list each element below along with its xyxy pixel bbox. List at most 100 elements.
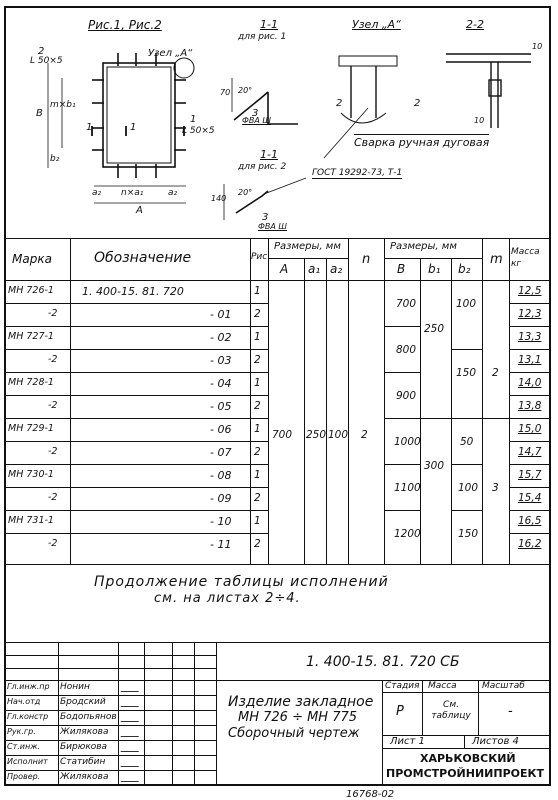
massa-label: Масса — [428, 681, 457, 691]
hdr-B: B — [397, 262, 406, 276]
hdr-razm-left: Размеры, мм — [274, 241, 341, 252]
dim-70: 70 — [220, 88, 231, 97]
stamp-name: Статибин — [60, 757, 106, 767]
stamp-role: Исполнит — [7, 757, 48, 766]
doc-code: 1. 400-15. 81. 720 СБ — [306, 654, 460, 670]
stamp-role: Нач.отд — [7, 697, 41, 706]
signature-mark — [120, 759, 142, 767]
row-ris: 1 — [254, 331, 261, 343]
stamp-role: Гл.инж.пр — [7, 682, 50, 691]
signature-mark — [120, 744, 142, 752]
merged-a1: 250 — [306, 429, 327, 441]
hdr-m: m — [490, 252, 503, 267]
row-mass: 15,0 — [518, 423, 542, 435]
dim-a2-left: a₂ — [92, 188, 102, 198]
row-oboz: - 05 — [210, 400, 232, 413]
row-mass: 16,2 — [518, 538, 542, 550]
row-marka: -2 — [48, 446, 58, 457]
sec2-right: 2 — [414, 98, 421, 109]
dim-a2-right: a₂ — [168, 188, 178, 198]
node-a-title: Узел „А“ — [352, 18, 401, 31]
stamp-name: Жилякова — [60, 772, 109, 782]
hdr-b1: b₁ — [428, 262, 441, 276]
row-mass: 12,5 — [518, 285, 542, 297]
row-ris: 2 — [254, 538, 261, 550]
mark-3-top: 3 — [252, 108, 259, 119]
row-marka: МН 731-1 — [8, 515, 54, 526]
merged-B-5: 1200 — [394, 528, 421, 540]
stamp-name: Бирюкова — [60, 742, 108, 752]
listov-value: Листов 4 — [472, 736, 519, 747]
row-oboz: - 06 — [210, 423, 232, 436]
stamp-role: Провер. — [7, 772, 41, 781]
hdr-ris: Рис — [251, 252, 268, 262]
merged-B-1: 800 — [396, 344, 417, 356]
fig-main-title: Рис.1, Рис.2 — [88, 18, 162, 32]
l50-right-label: L 50×5 — [182, 126, 215, 136]
merged-b2-2: 50 — [460, 436, 474, 448]
row-marka: МН 728-1 — [8, 377, 54, 388]
hdr-A: A — [280, 262, 289, 276]
merged-b2-0: 100 — [456, 298, 477, 310]
merged-B-0: 700 — [396, 298, 417, 310]
title-line1: Изделие закладное — [228, 694, 374, 710]
row-oboz: - 03 — [210, 354, 232, 367]
merged-m-bottom: 3 — [492, 482, 499, 494]
stamp-name: Нонин — [60, 682, 90, 692]
massa-value: См. таблицу — [431, 700, 471, 721]
row-oboz: - 09 — [210, 492, 232, 505]
stamp-role: Ст.инж. — [7, 742, 40, 751]
title-line3: Сборочный чертеж — [228, 726, 360, 741]
masshtab-value: - — [508, 704, 513, 719]
gost-note: ГОСТ 19292-73, Т-1 — [312, 168, 403, 179]
merged-b1-bottom: 300 — [424, 460, 445, 472]
row-marka: МН 726-1 — [8, 285, 54, 296]
row-mass: 14,0 — [518, 377, 542, 389]
row-mass: 13,8 — [518, 400, 542, 412]
drawing-sheet: Рис.1, Рис.2 Узел „А“ L 50×5 2 L 50×5 1 … — [4, 6, 551, 800]
row-oboz: - 01 — [210, 308, 232, 321]
row-oboz: - 04 — [210, 377, 232, 390]
node-a-drawing — [323, 55, 398, 159]
footer-stamp: 16768-02 — [346, 789, 395, 800]
section-1-1-top-drawing — [231, 78, 298, 125]
merged-B-3: 1000 — [394, 436, 421, 448]
row-marka: -2 — [48, 354, 58, 365]
row-oboz: 1. 400-15. 81. 720 — [82, 285, 184, 298]
row-ris: 2 — [254, 446, 261, 458]
row-mass: 15,4 — [518, 492, 542, 504]
list-value: Лист 1 — [390, 736, 425, 747]
merged-b1-top: 250 — [424, 323, 445, 335]
merged-b2-3: 100 — [458, 482, 479, 494]
label-1-left: 1 — [86, 122, 93, 133]
row-ris: 2 — [254, 354, 261, 366]
row-marka: МН 729-1 — [8, 423, 54, 434]
row-oboz: - 11 — [210, 538, 232, 551]
masshtab-label: Масштаб — [482, 681, 525, 691]
sec-2-2-title: 2-2 — [466, 18, 484, 31]
row-ris: 1 — [254, 515, 261, 527]
row-ris: 1 — [254, 285, 261, 297]
signature-mark — [120, 714, 142, 722]
merged-B-4: 1100 — [394, 482, 421, 494]
sec-1-1-bottom-title: 1-1 — [260, 148, 278, 161]
weld-bottom: ФВА Ш — [258, 222, 287, 231]
row-mass: 13,1 — [518, 354, 542, 366]
sec2-left: 2 — [336, 98, 343, 109]
signature-mark — [120, 684, 142, 692]
stamp-role: Рук.гр. — [7, 727, 36, 736]
row-ris: 2 — [254, 492, 261, 504]
label-2: 2 — [38, 46, 45, 57]
hdr-a1: a₁ — [308, 262, 321, 276]
org-line1: ХАРЬКОВСКИЙ — [420, 752, 516, 765]
row-mass: 15,7 — [518, 469, 542, 481]
row-oboz: - 10 — [210, 515, 232, 528]
dim-A: A — [136, 205, 143, 216]
row-marka: -2 — [48, 538, 58, 549]
row-mass: 13,3 — [518, 331, 542, 343]
dim-b1: m×b₁ — [50, 100, 76, 110]
merged-a2: 100 — [328, 429, 349, 441]
row-ris: 2 — [254, 400, 261, 412]
row-mass: 16,5 — [518, 515, 542, 527]
row-marka: МН 727-1 — [8, 331, 54, 342]
